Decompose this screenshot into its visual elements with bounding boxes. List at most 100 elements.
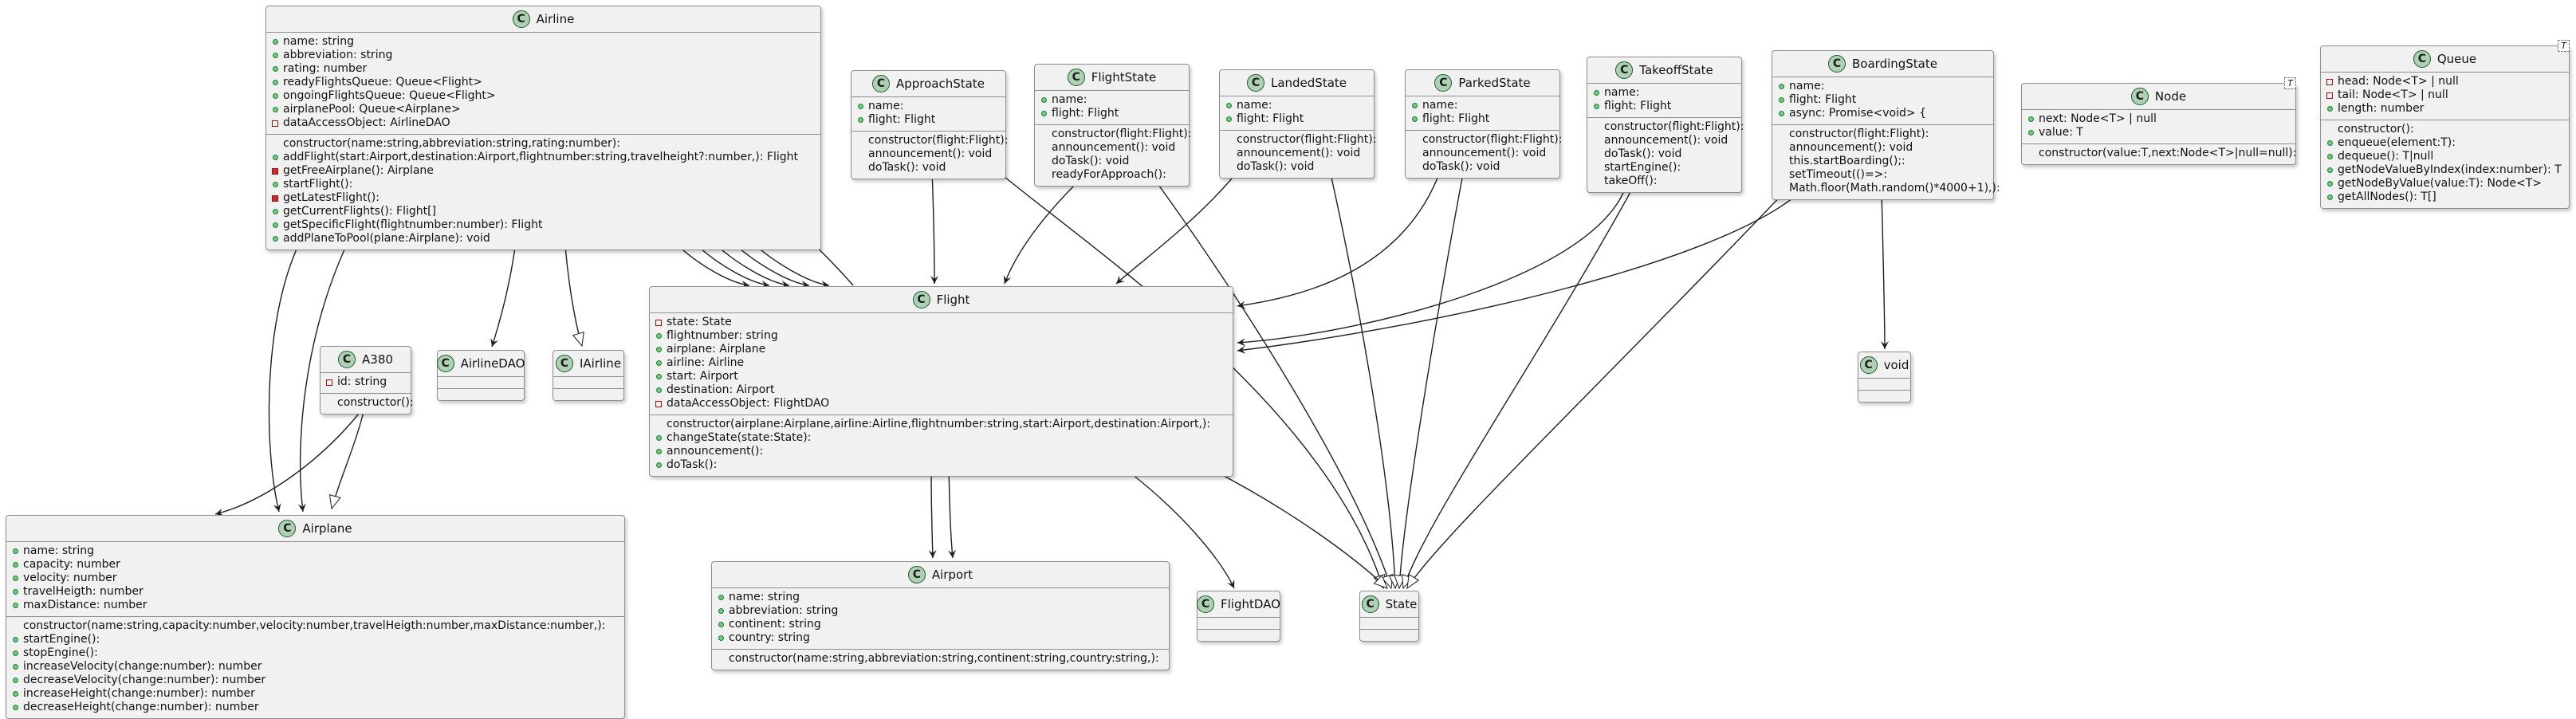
method-text: constructor():	[2338, 123, 2414, 136]
method-text: announcement(): void	[1604, 134, 1728, 147]
method-row: stopEngine():	[11, 646, 619, 660]
class-badge-icon: C	[555, 355, 573, 372]
public-icon	[271, 66, 279, 72]
field-text: name:	[1237, 99, 1272, 112]
class-name: void	[1883, 358, 1909, 372]
field-row: country: string	[717, 631, 1164, 645]
relation-flight-to-airplane	[214, 413, 360, 517]
method-row: doTask():	[655, 458, 1228, 472]
method-row: getAllNodes(): T[]	[2326, 191, 2564, 204]
method-row: getNodeByValue(value:T): Node<T>	[2326, 177, 2564, 191]
field-row: flight: Flight	[1410, 112, 1555, 126]
method-text: addFlight(start:Airport,destination:Airp…	[283, 151, 799, 163]
field-row: name:	[1225, 99, 1369, 112]
method-row: getCurrentFlights(): Flight[]	[271, 205, 816, 218]
class-name: FlightDAO	[1221, 597, 1280, 611]
private-icon	[2326, 92, 2334, 99]
field-text: flightnumber: string	[667, 329, 778, 342]
method-row: constructor(name:string,capacity:number,…	[11, 619, 619, 633]
public-icon	[856, 104, 864, 109]
relation-boarding-state-to-state	[1406, 190, 1787, 590]
field-row: state: State	[655, 316, 1228, 329]
field-text: id: string	[337, 375, 387, 388]
public-icon	[11, 691, 19, 697]
fields-compartment: name:flight: Flight	[1587, 84, 1741, 117]
method-text: constructor(airplane:Airplane,airline:Ai…	[667, 418, 1211, 430]
method-row: startFlight():	[271, 178, 816, 191]
fields-compartment	[1858, 379, 1910, 390]
private-icon	[271, 168, 279, 175]
methods-compartment	[1360, 629, 1418, 641]
class-badge-icon: C	[1859, 356, 1878, 374]
method-text: startEngine():	[23, 633, 100, 646]
public-icon	[2326, 167, 2334, 173]
field-row: continent: string	[717, 618, 1164, 631]
field-text: name:	[1604, 86, 1640, 99]
class-badge-icon: C	[912, 291, 930, 308]
field-row: value: T	[2027, 126, 2291, 139]
public-icon	[11, 664, 19, 670]
method-text: dequeue(): T|null	[2338, 150, 2434, 163]
method-text: doTask(): void	[1237, 160, 1315, 173]
public-icon	[655, 435, 663, 441]
methods-compartment: constructor(flight:Flight):announcement(…	[1772, 124, 2000, 199]
fields-compartment: name:flight: Flight	[851, 97, 1005, 131]
relation-boarding-state-to-void	[1880, 190, 1889, 350]
class-name: ParkedState	[1458, 76, 1531, 90]
public-icon	[655, 333, 663, 339]
field-text: airplanePool: Queue<Airplane>	[283, 103, 461, 116]
field-row: name:	[856, 100, 1001, 113]
class-name: Flight	[936, 293, 970, 307]
method-text: startEngine():	[1604, 161, 1681, 174]
public-icon	[655, 347, 663, 352]
method-row: doTask(): void	[856, 161, 1001, 175]
method-text: takeOff():	[1604, 175, 1658, 187]
public-icon	[655, 449, 663, 454]
class-header: C LandedState	[1220, 70, 1374, 96]
field-text: length: number	[2338, 102, 2425, 115]
class-badge-icon: C	[1246, 74, 1264, 92]
methods-compartment: constructor(flight:Flight):announcement(…	[1220, 130, 1376, 178]
methods-compartment: constructor():	[321, 393, 414, 414]
methods-compartment: constructor(flight:Flight):announcement(…	[851, 131, 1008, 179]
class-header: C Flight	[650, 287, 1233, 313]
public-icon	[1225, 116, 1233, 122]
method-row: announcement(): void	[1777, 141, 1988, 155]
public-icon	[271, 182, 279, 187]
fields-compartment	[1360, 618, 1418, 629]
method-row: Math.floor(Math.random()*4000+1),):	[1777, 182, 2000, 195]
method-text: increaseHeight(change:number): number	[23, 687, 255, 700]
field-text: flight: Flight	[868, 113, 936, 126]
public-icon	[717, 635, 725, 641]
field-row: name:	[1040, 93, 1184, 107]
methods-compartment	[438, 388, 524, 400]
method-text: announcement():	[667, 445, 764, 458]
public-icon	[655, 462, 663, 468]
public-icon	[11, 650, 19, 656]
fields-compartment: name:flight: Flight	[1220, 96, 1374, 130]
method-row: doTask(): void	[1225, 160, 1369, 174]
methods-compartment: constructor(name:string,capacity:number,…	[6, 616, 624, 718]
field-text: airplane: Airplane	[667, 343, 766, 356]
method-text: announcement(): void	[1237, 147, 1361, 159]
methods-compartment: constructor(value:T,next:Node<T>|null=nu…	[2022, 143, 2296, 164]
field-row: travelHeigth: number	[11, 585, 619, 599]
class-name: LandedState	[1270, 76, 1347, 90]
method-text: constructor(flight:Flight):	[1052, 128, 1192, 140]
fields-compartment	[553, 377, 623, 388]
class-badge-icon: C	[338, 351, 356, 368]
public-icon	[271, 93, 279, 99]
method-text: constructor(flight:Flight):	[1604, 120, 1744, 133]
class-badge-icon: C	[907, 566, 926, 583]
field-row: name:	[1777, 80, 1988, 93]
method-row: constructor(flight:Flight):	[1777, 128, 1988, 141]
relation-flight-state-to-state	[1156, 182, 1394, 590]
